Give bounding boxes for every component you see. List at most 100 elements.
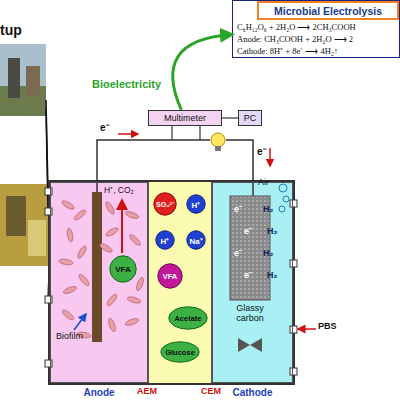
reactor-photo xyxy=(0,184,50,266)
air-bubble xyxy=(279,184,287,192)
photo-structure xyxy=(26,66,40,96)
anode-chamber: AnodeVFA xyxy=(50,182,148,383)
anode-electrode xyxy=(92,192,102,342)
photo-detail xyxy=(6,196,26,236)
stirrer-symbol xyxy=(238,338,250,352)
gas-label: H₂ xyxy=(267,270,278,280)
electron-label: e⁻ xyxy=(234,248,242,258)
substrate-ellipse xyxy=(161,342,199,362)
bacterium xyxy=(61,199,76,211)
ion-circle xyxy=(187,231,205,249)
equation-panel: C₆H₁₂O₆ + 2H₂O ⟶ 2CH₃COOHAnode: CH₃COOH … xyxy=(232,0,400,58)
equation-text: C₆H₁₂O₆ + 2H₂O ⟶ 2CH₃COOH xyxy=(233,21,399,33)
cathode-chamber: Cathode xyxy=(212,182,293,383)
cut-heading: tup xyxy=(0,22,22,38)
gas-label: H⁺, CO₂ xyxy=(104,186,134,196)
bacterium xyxy=(125,210,140,220)
wire xyxy=(97,140,210,192)
port xyxy=(290,260,297,267)
ion-circle xyxy=(156,231,174,249)
port xyxy=(290,326,297,333)
bacterium xyxy=(99,242,114,254)
bacterium xyxy=(66,228,74,243)
bacterium xyxy=(76,245,88,260)
ion-circle: Na⁺ xyxy=(186,230,206,250)
curved-arrow xyxy=(173,35,232,110)
shape-text: Glucose xyxy=(160,341,200,363)
edge-label: Bioelectricity xyxy=(92,78,161,90)
shape-text: Acetate xyxy=(168,306,208,330)
port xyxy=(290,368,297,375)
light-bulb xyxy=(211,133,225,147)
cathode-chamber-fill xyxy=(212,182,293,383)
bacterium xyxy=(106,293,119,307)
substrate-ellipse xyxy=(169,307,207,329)
electrode-label: Glassy carbon xyxy=(224,303,276,324)
anode-chamber-fill xyxy=(50,182,148,383)
part-label: Biofilm xyxy=(56,331,83,341)
bulb-base xyxy=(215,146,221,151)
ion-circle: VFA xyxy=(109,255,137,283)
substrate-ellipse: Glucose xyxy=(160,341,200,363)
connector-line xyxy=(222,117,238,118)
shape-text: Na⁺ xyxy=(186,230,206,250)
ion-circle xyxy=(110,256,136,282)
box-text: PC xyxy=(239,111,261,125)
pc-box: PC xyxy=(238,110,262,126)
shape-text: VFA xyxy=(109,255,137,283)
bacterium xyxy=(73,209,87,222)
box-text: Microbial Electrolysis xyxy=(259,3,397,18)
bacterium xyxy=(105,226,120,238)
air-bubble xyxy=(283,196,289,202)
bacterium xyxy=(63,285,78,295)
bacterium xyxy=(61,309,75,322)
title-box: Microbial Electrolysis xyxy=(257,1,399,20)
electron-arrow xyxy=(118,133,138,135)
chamber-heading: Anode xyxy=(51,387,147,398)
electron-label: e⁻ xyxy=(234,204,242,214)
middle-chamber xyxy=(148,182,212,383)
bacterium xyxy=(59,258,74,266)
gas-label: H₂ xyxy=(267,226,278,236)
ion-circle xyxy=(154,193,176,215)
setup-photo xyxy=(0,44,46,116)
gas-label: Air xyxy=(258,177,269,187)
inflow-arrow xyxy=(298,328,316,330)
electron-label: e⁻ xyxy=(244,270,252,280)
bacterium xyxy=(78,273,91,287)
tube-line xyxy=(46,110,48,212)
photo-detail xyxy=(28,220,46,256)
wire xyxy=(171,126,172,140)
multimeter-box: Multimeter xyxy=(148,110,222,126)
membrane-label: CEM xyxy=(201,386,221,396)
equation-text: Anode: CH₃COOH + 2H₂O ⟶ 2 xyxy=(233,33,399,45)
ion-circle: VFA xyxy=(157,263,183,289)
ion-circle: H⁺ xyxy=(186,194,206,214)
air-bubble xyxy=(279,206,285,212)
leader-arrow xyxy=(74,314,86,330)
shape-text: H⁺ xyxy=(155,230,175,250)
bacterium xyxy=(135,277,145,292)
chamber-heading: Cathode xyxy=(213,387,292,398)
ion-circle xyxy=(187,195,205,213)
wire xyxy=(199,126,200,140)
ion-circle xyxy=(158,264,182,288)
port xyxy=(290,200,297,207)
substrate-ellipse: Acetate xyxy=(168,306,208,330)
reactor-outline xyxy=(49,181,294,384)
electron-label: e⁻ xyxy=(257,146,266,158)
biofilm xyxy=(59,199,145,339)
electron-label: e⁻ xyxy=(244,226,252,236)
inflow-label: PBS xyxy=(318,321,337,331)
shape-text: H⁺ xyxy=(186,194,206,214)
bacterium xyxy=(104,201,116,216)
membrane-label: AEM xyxy=(137,386,157,396)
electron-label: e⁻ xyxy=(100,122,109,134)
shape-text: VFA xyxy=(157,263,183,289)
proton-arrow xyxy=(121,200,123,253)
gas-label: H₂ xyxy=(263,248,274,258)
electron-arrow xyxy=(269,148,271,166)
shape-text: SO₄²⁻ xyxy=(153,192,177,216)
